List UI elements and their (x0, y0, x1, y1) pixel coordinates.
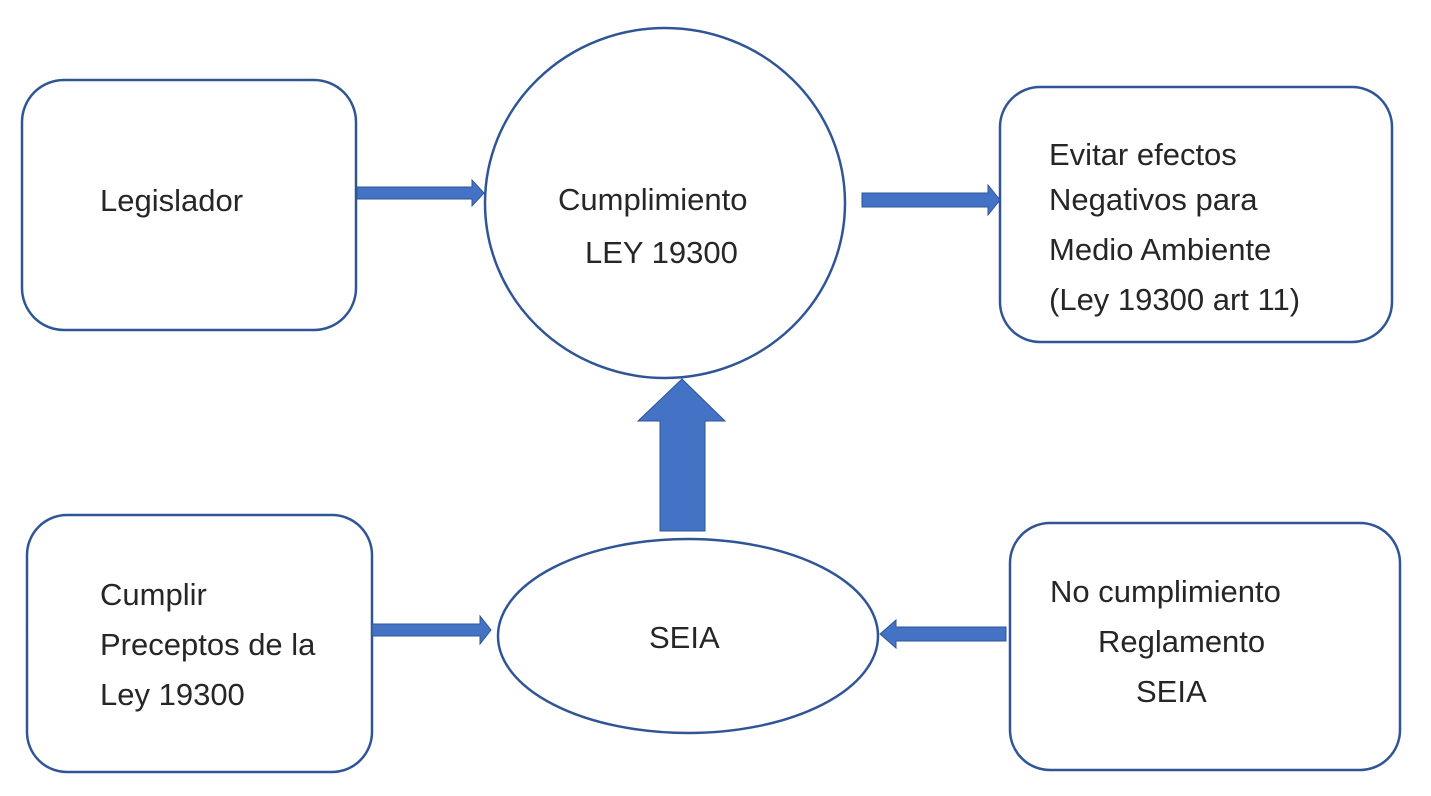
node-no-cumplimiento-shape (1008, 521, 1402, 772)
node-cumplimiento-shape (483, 26, 847, 380)
node-evitar-efectos-line-2: Negativos para (1049, 182, 1258, 217)
node-evitar-efectos-line-3: Medio Ambiente (1049, 232, 1271, 267)
arrow-legislador-to-cumplimiento (356, 178, 485, 208)
node-no-cumplimiento: No cumplimiento Reglamento SEIA (1008, 521, 1402, 772)
node-cumplimiento: Cumplimiento LEY 19300 (483, 26, 847, 380)
node-cumplir-preceptos-line-2: Preceptos de la (100, 627, 316, 662)
node-seia-line-1: SEIA (649, 620, 720, 655)
node-evitar-efectos-line-4: (Ley 19300 art 11) (1049, 282, 1300, 317)
arrow-cumplir-to-seia (371, 614, 492, 646)
node-no-cumplimiento-line-1: No cumplimiento (1050, 574, 1281, 609)
node-legislador: Legislador (20, 78, 358, 332)
node-no-cumplimiento-line-2: Reglamento (1098, 624, 1265, 659)
node-legislador-line-1: Legislador (100, 183, 243, 218)
node-cumplir-preceptos-line-3: Ley 19300 (100, 677, 245, 712)
node-cumplimiento-line-1: Cumplimiento (558, 182, 748, 217)
node-legislador-shape (20, 78, 358, 332)
node-cumplir-preceptos-shape (25, 513, 374, 774)
node-seia-shape (496, 537, 880, 735)
node-evitar-efectos: Evitar efectos Negativos para Medio Ambi… (998, 85, 1394, 344)
arrow-cumplimiento-to-evitar (861, 183, 1001, 217)
node-cumplir-preceptos-line-1: Cumplir (100, 577, 207, 612)
node-cumplimiento-line-2: LEY 19300 (585, 235, 738, 270)
arrow-seia-to-cumplimiento (636, 378, 727, 532)
node-seia: SEIA (496, 537, 880, 735)
node-evitar-efectos-shape (998, 85, 1394, 344)
node-no-cumplimiento-line-3: SEIA (1136, 674, 1207, 709)
arrow-no-cumplimiento-to-seia (879, 618, 1007, 650)
node-cumplir-preceptos: Cumplir Preceptos de la Ley 19300 (25, 513, 374, 774)
node-evitar-efectos-line-1: Evitar efectos (1049, 137, 1237, 172)
